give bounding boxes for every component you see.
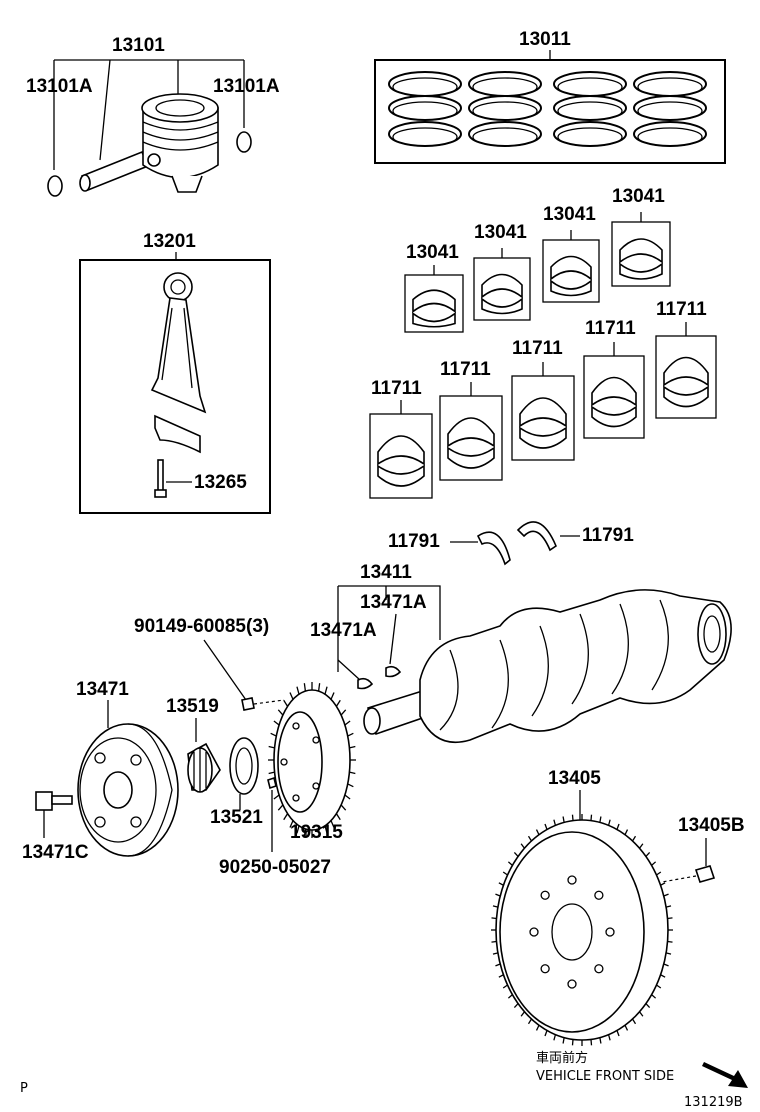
crankshaft-pulley (77, 723, 179, 857)
front-side-jp: 車両前方 (536, 1050, 588, 1066)
crankshaft-gear-13521: 13521 (210, 737, 263, 828)
woodruff-key-2 (385, 665, 402, 678)
main-bearing-a (369, 413, 433, 499)
piston (141, 93, 219, 193)
label-11711-b: 11711 (440, 359, 491, 380)
timing-rotor-group: 19315 90250-05027 (219, 682, 356, 878)
flywheel (491, 814, 673, 1046)
pin-90250 (267, 776, 277, 790)
label-13041-b: 13041 (474, 222, 527, 243)
label-13041-c: 13041 (543, 204, 596, 225)
label-13405B: 13405B (678, 815, 745, 836)
label-13471A-left: 13471A (310, 620, 377, 641)
label-13101A-left: 13101A (26, 76, 93, 97)
thrust-washer-left (476, 531, 511, 566)
main-bearing-d (583, 355, 645, 439)
conrod-bearing-b (473, 257, 531, 321)
label-11711-a: 11711 (371, 378, 422, 399)
bolt-90149: 90149-60085(3) (134, 616, 285, 711)
label-90250: 90250-05027 (219, 857, 331, 878)
label-13471C: 13471C (22, 842, 89, 863)
label-13405: 13405 (548, 768, 601, 789)
flywheel-group: 13405 13405B (491, 768, 745, 1046)
label-13201: 13201 (143, 231, 196, 252)
piston-pin (79, 150, 150, 192)
rings-box (374, 59, 726, 164)
main-bearing-c (511, 375, 575, 461)
label-11711-d: 11711 (585, 318, 636, 339)
thrust-washers: 11791 11791 (388, 521, 634, 566)
piston-assembly-group: 13101 13101A 13101A (26, 35, 280, 197)
snap-ring-right (236, 131, 252, 153)
conrod-box (79, 259, 271, 514)
leader-13411 (337, 585, 441, 672)
main-bearing-b (439, 395, 503, 481)
piston-ring-set: 13011 (374, 29, 726, 164)
front-side-en: VEHICLE FRONT SIDE (536, 1069, 674, 1084)
crankshaft-group: 13411 13471A 13471A (310, 562, 732, 744)
conrod-bearings: 13041 13041 13041 13041 (404, 186, 671, 333)
label-13041-a: 13041 (406, 242, 459, 263)
leader-13101 (53, 59, 245, 170)
ring-stack-1 (388, 71, 462, 147)
label-13265: 13265 (194, 472, 247, 493)
label-13011: 13011 (519, 29, 571, 50)
label-11711-e: 11711 (656, 299, 707, 320)
label-11711-c: 11711 (512, 338, 563, 359)
label-13101: 13101 (112, 35, 165, 56)
timing-rotor (268, 682, 356, 838)
conrod-bearing-d (611, 221, 671, 287)
pulley-bolt (35, 791, 73, 811)
ring-stacks (388, 71, 707, 147)
label-19315: 19315 (290, 822, 343, 843)
label-13411: 13411 (360, 562, 412, 583)
connecting-rod (150, 272, 207, 454)
thrust-washer-right (516, 521, 557, 552)
label-13519: 13519 (166, 696, 219, 717)
label-13101A-right: 13101A (213, 76, 280, 97)
corner-mark: P (20, 1081, 28, 1096)
label-13041-d: 13041 (612, 186, 665, 207)
label-13521: 13521 (210, 807, 263, 828)
label-11791-left: 11791 (388, 531, 440, 552)
main-bearing-e (655, 335, 717, 419)
main-bearings: 11711 11711 11711 11711 11711 (369, 299, 717, 499)
crankshaft (363, 589, 732, 744)
conrod-bearing-c (542, 239, 600, 303)
ring-stack-4 (633, 71, 707, 147)
label-11791-right: 11791 (582, 525, 634, 546)
label-13471: 13471 (76, 679, 129, 700)
front-arrow-icon (702, 1062, 748, 1088)
flywheel-bolt (694, 865, 716, 883)
crankshaft-gear-13519: 13519 (166, 696, 221, 793)
ring-stack-3 (553, 71, 627, 147)
diagram-code: 131219B (684, 1095, 743, 1110)
snap-ring-left (47, 175, 63, 197)
label-13471A-top: 13471A (360, 592, 427, 613)
label-90149: 90149-60085(3) (134, 616, 269, 637)
ring-stack-2 (468, 71, 542, 147)
conrod-bolt (154, 459, 167, 498)
connecting-rod-group: 13201 13265 (79, 231, 271, 514)
crankshaft-pulley-group: 13471 13471C (22, 679, 179, 863)
conrod-bearing-a (404, 274, 464, 333)
woodruff-key-1 (357, 677, 374, 690)
conrod-cap (154, 414, 201, 454)
